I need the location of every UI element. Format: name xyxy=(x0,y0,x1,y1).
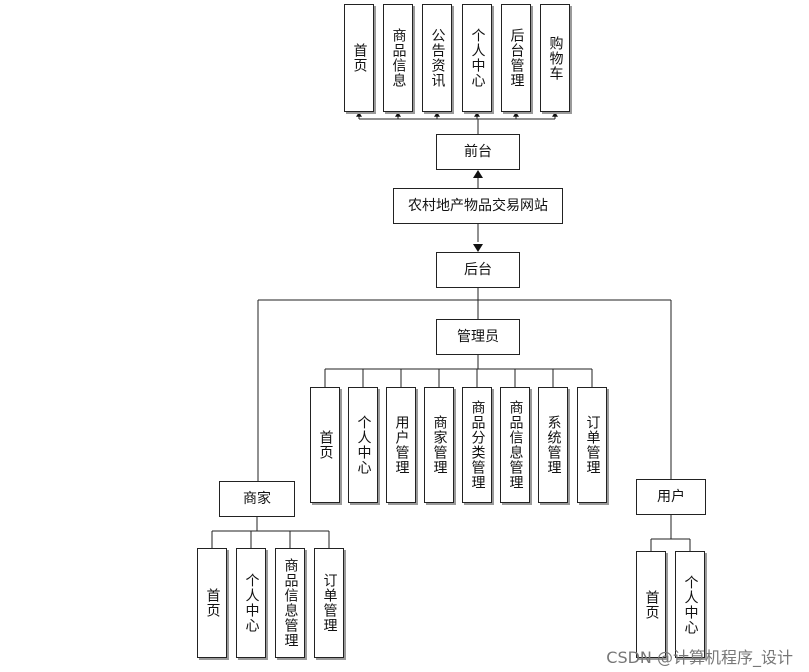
admin-module-4: 商家管理 xyxy=(424,387,454,503)
front-module-5: 后台管理 xyxy=(501,4,531,112)
front-module-6: 购物车 xyxy=(540,4,570,112)
front-module-2: 商品信息 xyxy=(383,4,413,112)
admin-module-6: 商品信息管理 xyxy=(500,387,530,503)
admin-module-2: 个人中心 xyxy=(348,387,378,503)
admin-module-7: 系统管理 xyxy=(538,387,568,503)
back-node: 后台 xyxy=(436,252,520,288)
merchant-node: 商家 xyxy=(219,481,295,517)
front-arrow-1 xyxy=(356,112,362,117)
arrow-to-front xyxy=(473,170,483,178)
front-arrow-4 xyxy=(474,112,480,117)
user-module-1: 首页 xyxy=(636,551,666,658)
front-node: 前台 xyxy=(436,134,520,170)
user-node: 用户 xyxy=(636,479,706,515)
front-module-1: 首页 xyxy=(344,4,374,112)
front-module-4: 个人中心 xyxy=(462,4,492,112)
merchant-module-2: 个人中心 xyxy=(236,548,266,658)
merchant-module-3: 商品信息管理 xyxy=(275,548,305,658)
front-arrow-3 xyxy=(434,112,440,117)
front-module-3: 公告资讯 xyxy=(422,4,452,112)
user-module-2: 个人中心 xyxy=(675,551,705,658)
admin-module-3: 用户管理 xyxy=(386,387,416,503)
watermark: CSDN @计算机程序_设计 xyxy=(606,648,793,667)
admin-module-8: 订单管理 xyxy=(577,387,607,503)
admin-module-1: 首页 xyxy=(310,387,340,503)
front-arrow-5 xyxy=(513,112,519,117)
merchant-module-4: 订单管理 xyxy=(314,548,344,658)
admin-node: 管理员 xyxy=(436,319,520,355)
root-node: 农村地产物品交易网站 xyxy=(393,188,563,224)
admin-module-5: 商品分类管理 xyxy=(462,387,492,503)
merchant-module-1: 首页 xyxy=(197,548,227,658)
front-arrow-2 xyxy=(395,112,401,117)
front-arrow-6 xyxy=(552,112,558,117)
arrow-to-back xyxy=(473,244,483,252)
